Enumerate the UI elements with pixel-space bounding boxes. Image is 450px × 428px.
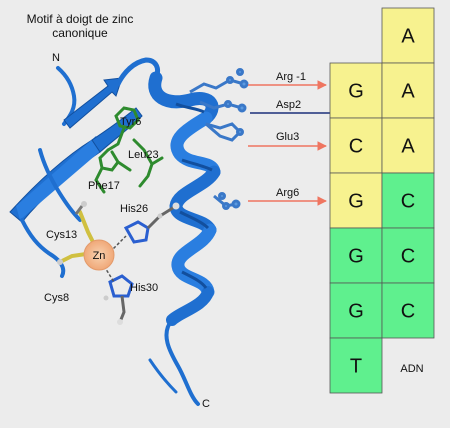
residue-tyr6-label: Tyr6 — [120, 116, 141, 128]
dna-right-base-6-letter: C — [401, 301, 415, 323]
dna-left-base-2-letter: C — [349, 136, 363, 158]
c-terminus-label: C — [202, 398, 210, 410]
dna-left-base-1-letter: G — [348, 81, 364, 103]
dna-right-base-4-box — [381, 172, 435, 229]
dna-label: ADN — [400, 363, 423, 375]
contact-asp2-label: Asp2 — [276, 99, 301, 111]
zinc-label: Zn — [93, 250, 106, 262]
dna-left-base-4-letter: G — [348, 246, 364, 268]
title-line-2: canonique — [52, 26, 108, 40]
dna-right-base-6-box — [381, 282, 435, 339]
alpha-helix — [148, 71, 221, 326]
dna-right-base-4: C — [381, 172, 435, 229]
dna-left-base-3-letter: G — [348, 191, 364, 213]
dna-right-base-5-letter: C — [401, 246, 415, 268]
dna-right-base-4-letter: C — [401, 191, 415, 213]
dna-left-base-6: T — [329, 337, 383, 394]
dna-left-base-1: G — [329, 62, 383, 119]
dna-right-strand: A A A C C C — [381, 7, 435, 339]
title-line-1: Motif à doigt de zinc — [27, 12, 134, 26]
hydrophobic-core — [94, 106, 164, 194]
contact-arg-minus1-label: Arg -1 — [276, 71, 306, 83]
dna-left-base-5: G — [329, 282, 383, 339]
dna-left-base-3-box — [329, 172, 383, 229]
n-terminus-label: N — [52, 52, 60, 64]
dna-left-base-4-box — [329, 227, 383, 284]
dna-left-base-5-box — [329, 282, 383, 339]
dna-left-base-4: G — [329, 227, 383, 284]
contact-glu3-label: Glu3 — [276, 131, 299, 143]
residue-cys13-label: Cys13 — [46, 229, 77, 241]
dna-left-base-6-letter: T — [350, 356, 362, 378]
zinc-atom — [83, 239, 115, 271]
residue-leu23-label: Leu23 — [128, 149, 159, 161]
dna-left-base-2: C — [329, 117, 383, 174]
residue-cys8-label: Cys8 — [44, 292, 69, 304]
dna-right-base-3: A — [381, 117, 435, 174]
dna-left-base-5-letter: G — [348, 301, 364, 323]
residue-his30-label: His30 — [130, 282, 158, 294]
dna-right-base-1-box — [381, 7, 435, 64]
dna-right-base-2: A — [381, 62, 435, 119]
dna-right-base-3-box — [381, 117, 435, 174]
residue-phe17-label: Phe17 — [88, 180, 120, 192]
protein-ribbon — [9, 57, 221, 406]
dna-left-base-3: G — [329, 172, 383, 229]
dna-right-base-2-letter: A — [401, 81, 415, 103]
dna-right-base-6: C — [381, 282, 435, 339]
dna-contact-side-chains — [189, 68, 249, 210]
dna-left-base-2-box — [329, 117, 383, 174]
dna-left-base-1-box — [329, 62, 383, 119]
residue-his26-label: His26 — [120, 203, 148, 215]
dna-right-base-1-letter: A — [401, 26, 415, 48]
zinc-coordination — [57, 201, 180, 325]
dna-right-base-5: C — [381, 227, 435, 284]
dna-right-base-3-letter: A — [401, 136, 415, 158]
dna-right-base-1: A — [381, 7, 435, 64]
dna-left-base-6-box — [329, 337, 383, 394]
dna-right-base-5-box — [381, 227, 435, 284]
contact-arg6-label: Arg6 — [276, 187, 299, 199]
dna-right-base-2-box — [381, 62, 435, 119]
dna-left-strand: G C G G G T — [329, 62, 383, 394]
